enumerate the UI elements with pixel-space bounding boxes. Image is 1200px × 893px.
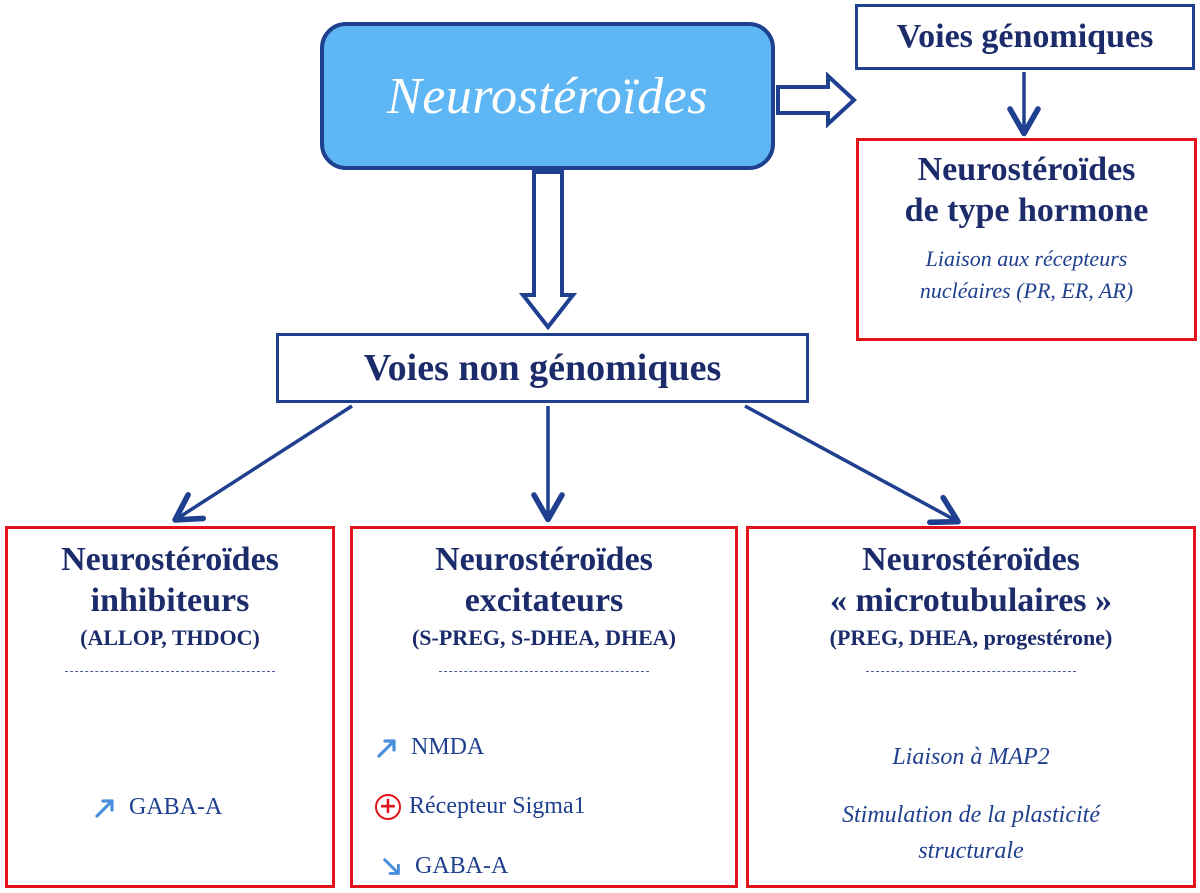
microtubular-desc-plasticity: Stimulation de la plasticité structurale bbox=[749, 797, 1193, 869]
double-arrow-right-icon bbox=[776, 71, 857, 129]
inhibitory-card-title: Neurostéroïdes inhibiteurs bbox=[8, 529, 332, 621]
root-title: Neurostéroïdes bbox=[387, 67, 708, 125]
plus-circle-icon: + bbox=[375, 793, 401, 820]
excitatory-effect-label-sigma1: Récepteur Sigma1 bbox=[409, 793, 586, 819]
excitatory-card-title: Neurostéroïdes excitateurs bbox=[353, 529, 735, 621]
genomic-pathway-node: Voies génomiques bbox=[855, 4, 1195, 70]
hormone-card-desc-line1: Liaison aux récepteurs bbox=[925, 246, 1128, 271]
microtubular-subtitle: (PREG, DHEA, progestérone) bbox=[829, 625, 1113, 650]
microtubular-desc-plasticity-line2: structurale bbox=[918, 838, 1024, 864]
arrow-down-icon bbox=[383, 857, 400, 875]
excitatory-subtitle: (S-PREG, S-DHEA, DHEA) bbox=[411, 625, 676, 650]
microtubular-desc-plasticity-line1: Stimulation de la plasticité bbox=[842, 802, 1100, 828]
excitatory-divider bbox=[439, 671, 649, 672]
hormone-card-title-line2: de type hormone bbox=[904, 192, 1149, 229]
microtubular-card-title: Neurostéroïdes « microtubulaires » bbox=[749, 529, 1193, 621]
inhibitory-title-line1: Neurostéroïdes bbox=[61, 541, 279, 578]
nongenomic-pathway-title: Voies non génomiques bbox=[363, 347, 722, 389]
inhibitory-effect-label: GABA-A bbox=[129, 794, 223, 820]
arrow-up-icon bbox=[95, 798, 114, 818]
microtubular-title-line2: « microtubulaires » bbox=[829, 582, 1113, 619]
arrow-to-inhibiteurs bbox=[172, 404, 353, 523]
inhibitory-title-line2: inhibiteurs bbox=[90, 582, 250, 619]
genomic-pathway-title: Voies génomiques bbox=[896, 18, 1154, 55]
inhibitory-subtitle: (ALLOP, THDOC) bbox=[80, 625, 260, 650]
microtubular-desc-map2: Liaison à MAP2 bbox=[892, 744, 1050, 770]
nongenomic-pathway-node: Voies non génomiques bbox=[276, 333, 809, 403]
microtubular-divider bbox=[866, 671, 1076, 672]
hormone-card-title-line1: Neurostéroïdes bbox=[917, 151, 1136, 188]
excitatory-effect-label-gaba: GABA-A bbox=[415, 853, 509, 879]
inhibitory-divider bbox=[65, 671, 275, 672]
root-node: Neurostéroïdes bbox=[320, 22, 775, 170]
inhibitory-card: Neurostéroïdes inhibiteurs (ALLOP, THDOC… bbox=[5, 526, 335, 888]
hormone-type-card: Neurostéroïdes de type hormone Liaison a… bbox=[856, 138, 1197, 341]
double-arrow-down-icon bbox=[518, 170, 578, 331]
hormone-card-description: Liaison aux récepteurs nucléaires (PR, E… bbox=[859, 243, 1194, 307]
excitatory-title-line1: Neurostéroïdes bbox=[435, 541, 653, 578]
inhibitory-effect-gaba: GABA-A bbox=[93, 794, 222, 821]
excitatory-effect-gaba: GABA-A bbox=[381, 853, 508, 880]
excitatory-effect-sigma1: + Récepteur Sigma1 bbox=[375, 793, 586, 820]
arrow-up-icon bbox=[377, 738, 396, 758]
hormone-card-desc-line2: nucléaires (PR, ER, AR) bbox=[919, 278, 1134, 303]
excitatory-card: Neurostéroïdes excitateurs (S-PREG, S-DH… bbox=[350, 526, 738, 888]
excitatory-effect-nmda: NMDA bbox=[375, 734, 484, 761]
microtubular-title-line1: Neurostéroïdes bbox=[862, 541, 1080, 578]
excitatory-title-line2: excitateurs bbox=[464, 582, 624, 619]
arrow-to-microtubulaires bbox=[744, 404, 961, 526]
microtubular-card: Neurostéroïdes « microtubulaires » (PREG… bbox=[746, 526, 1196, 888]
hormone-card-title: Neurostéroïdes de type hormone bbox=[859, 149, 1194, 231]
excitatory-effect-label-nmda: NMDA bbox=[411, 734, 485, 760]
